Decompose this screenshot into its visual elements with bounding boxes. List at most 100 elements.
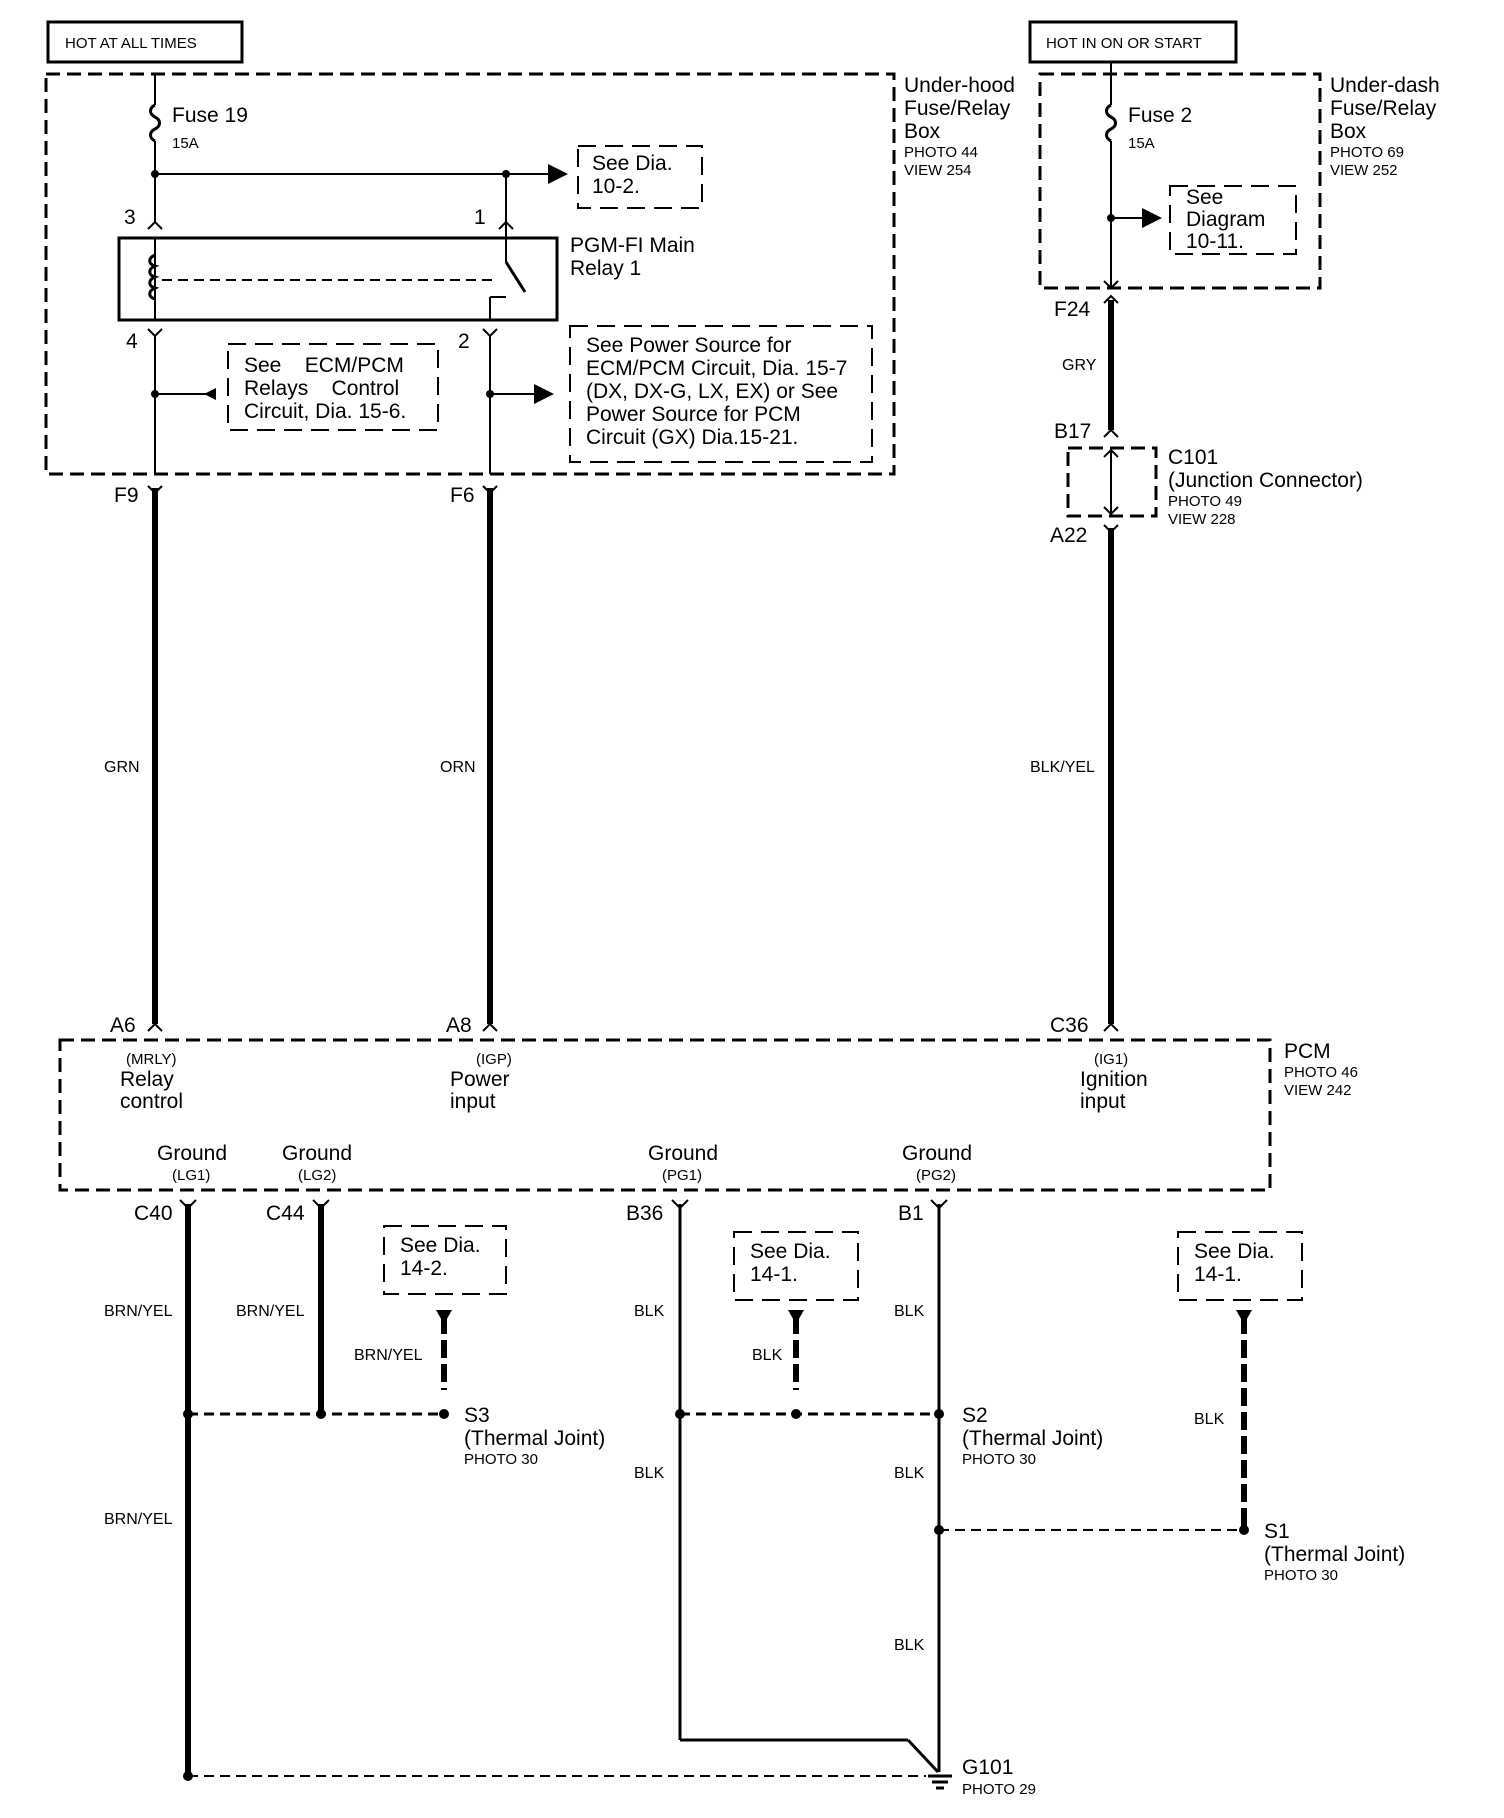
ecm-ref-line1: See ECM/PCM bbox=[244, 354, 404, 377]
pgm-fi-main-relay bbox=[117, 236, 559, 322]
relay-coil-icon bbox=[148, 253, 160, 301]
relay-pin-2: 2 bbox=[458, 330, 470, 353]
joint-s3-name: S3 bbox=[464, 1404, 490, 1427]
joint-s3-photo: PHOTO 30 bbox=[464, 1451, 538, 1468]
see-dia-14-2-line2: 14-2. bbox=[400, 1257, 448, 1280]
relay-switch-icon bbox=[504, 261, 527, 293]
wire-grn: GRN bbox=[104, 759, 140, 776]
connector-c44: C44 bbox=[266, 1202, 305, 1225]
see-dia-14-1-middle-box bbox=[733, 1231, 859, 1301]
ground-g101-photo: PHOTO 29 bbox=[962, 1781, 1036, 1798]
underhood-photo: PHOTO 44 bbox=[904, 144, 978, 161]
hot-at-all-times-label: HOT AT ALL TIMES bbox=[65, 35, 197, 52]
pcm-relay-control-2: control bbox=[120, 1090, 183, 1113]
wire-brn-yel-c44: BRN/YEL bbox=[236, 1303, 305, 1320]
fuse-19-symbol bbox=[149, 103, 161, 143]
ecm-ref-line2: Relays Control bbox=[244, 377, 399, 400]
wire-brn-yel-s3: BRN/YEL bbox=[354, 1347, 423, 1364]
hot-in-on-or-start-label: HOT IN ON OR START bbox=[1046, 35, 1202, 52]
underdash-title-2: Fuse/Relay bbox=[1330, 97, 1437, 120]
connector-b17: B17 bbox=[1054, 420, 1091, 443]
pcm-ground-pg1: Ground bbox=[648, 1142, 718, 1165]
underdash-view: VIEW 252 bbox=[1330, 162, 1398, 179]
see-diagram-10-11-line1: See bbox=[1186, 186, 1223, 209]
pcm-ignition-input-2: input bbox=[1080, 1090, 1126, 1113]
see-dia-14-1-right-line1: See Dia. bbox=[1194, 1240, 1275, 1263]
power-source-ref-box bbox=[569, 325, 873, 463]
pcm-pg1: (PG1) bbox=[662, 1167, 702, 1184]
underhood-title-3: Box bbox=[904, 120, 941, 143]
fuse-2-label: Fuse 2 bbox=[1128, 104, 1192, 127]
joint-s2-photo: PHOTO 30 bbox=[962, 1451, 1036, 1468]
relay-name-1: PGM-FI Main bbox=[570, 234, 695, 257]
see-diagram-10-11-box bbox=[1169, 185, 1297, 255]
see-dia-14-1-right-box bbox=[1177, 1231, 1303, 1301]
joint-s1-desc: (Thermal Joint) bbox=[1264, 1543, 1405, 1566]
relay-pin-3: 3 bbox=[124, 206, 136, 229]
underhood-view: VIEW 254 bbox=[904, 162, 972, 179]
pcm-pg2: (PG2) bbox=[916, 1167, 956, 1184]
pcm-name: PCM bbox=[1284, 1040, 1331, 1063]
connector-b1: B1 bbox=[898, 1202, 924, 1225]
hot-at-all-times-box bbox=[46, 20, 244, 64]
see-dia-14-1-middle-line2: 14-1. bbox=[750, 1263, 798, 1286]
underdash-fuse-relay-box bbox=[1038, 72, 1322, 290]
wire-blk-b1: BLK bbox=[894, 1303, 925, 1320]
underhood-title-1: Under-hood bbox=[904, 74, 1015, 97]
wire-blk-s2-ref: BLK bbox=[752, 1347, 783, 1364]
power-ref-line1: See Power Source for bbox=[586, 334, 791, 357]
see-dia-14-1-right-line2: 14-1. bbox=[1194, 1263, 1242, 1286]
joint-s3-desc: (Thermal Joint) bbox=[464, 1427, 605, 1450]
c101-name: C101 bbox=[1168, 446, 1218, 469]
see-dia-14-2-box bbox=[383, 1225, 507, 1295]
see-diagram-10-11-line3: 10-11. bbox=[1186, 230, 1244, 253]
wire-blk-b36: BLK bbox=[634, 1303, 665, 1320]
pcm-photo: PHOTO 46 bbox=[1284, 1064, 1358, 1081]
fuse-2-rating: 15A bbox=[1128, 135, 1155, 152]
underhood-fuse-relay-box bbox=[44, 72, 896, 476]
connector-c40: C40 bbox=[134, 1202, 173, 1225]
pcm-ground-pg2: Ground bbox=[902, 1142, 972, 1165]
underhood-title-2: Fuse/Relay bbox=[904, 97, 1011, 120]
pcm-power-input-2: input bbox=[450, 1090, 496, 1113]
connector-f24: F24 bbox=[1054, 298, 1091, 321]
pcm-lg1: (LG1) bbox=[172, 1167, 210, 1184]
connector-f6: F6 bbox=[450, 484, 475, 507]
underdash-photo: PHOTO 69 bbox=[1330, 144, 1404, 161]
connector-b36: B36 bbox=[626, 1202, 663, 1225]
pcm-ground-lg1: Ground bbox=[157, 1142, 227, 1165]
wire-blk-yel: BLK/YEL bbox=[1030, 759, 1095, 776]
wire-blk-s1: BLK bbox=[1194, 1411, 1225, 1428]
fuse-19-rating: 15A bbox=[172, 135, 199, 152]
power-ref-line4: Power Source for PCM bbox=[586, 403, 801, 426]
wire-gry: GRY bbox=[1062, 357, 1097, 374]
ground-symbol-icon bbox=[928, 1774, 952, 1790]
fuse-19-label: Fuse 19 bbox=[172, 104, 248, 127]
pcm-view: VIEW 242 bbox=[1284, 1082, 1352, 1099]
pcm-igp: (IGP) bbox=[476, 1051, 512, 1068]
see-dia-10-2-line1: See Dia. bbox=[592, 152, 673, 175]
joint-s2-desc: (Thermal Joint) bbox=[962, 1427, 1103, 1450]
connector-a8: A8 bbox=[446, 1014, 472, 1037]
ecm-ref-line3: Circuit, Dia. 15-6. bbox=[244, 400, 406, 423]
pcm-ground-lg2: Ground bbox=[282, 1142, 352, 1165]
pcm-lg2: (LG2) bbox=[298, 1167, 336, 1184]
relay-pin-1: 1 bbox=[474, 206, 486, 229]
c101-photo: PHOTO 49 bbox=[1168, 493, 1242, 510]
connector-a22: A22 bbox=[1050, 524, 1087, 547]
power-ref-line3: (DX, DX-G, LX, EX) or See bbox=[586, 380, 838, 403]
wire-brn-yel-c40: BRN/YEL bbox=[104, 1303, 173, 1320]
ground-g101-name: G101 bbox=[962, 1756, 1013, 1779]
connector-f9: F9 bbox=[114, 484, 139, 507]
wire-blk-ground: BLK bbox=[894, 1637, 925, 1654]
power-ref-line5: Circuit (GX) Dia.15-21. bbox=[586, 426, 798, 449]
pcm-relay-control-1: Relay bbox=[120, 1068, 174, 1091]
pcm-mrly: (MRLY) bbox=[126, 1051, 177, 1068]
c101-view: VIEW 228 bbox=[1168, 511, 1236, 528]
wire-orn: ORN bbox=[440, 759, 476, 776]
joint-s1-name: S1 bbox=[1264, 1520, 1290, 1543]
see-dia-14-1-middle-line1: See Dia. bbox=[750, 1240, 831, 1263]
pcm-ignition-input-1: Ignition bbox=[1080, 1068, 1148, 1091]
see-dia-10-2-line2: 10-2. bbox=[592, 175, 640, 198]
wire-blk-b36-lower: BLK bbox=[634, 1465, 665, 1482]
